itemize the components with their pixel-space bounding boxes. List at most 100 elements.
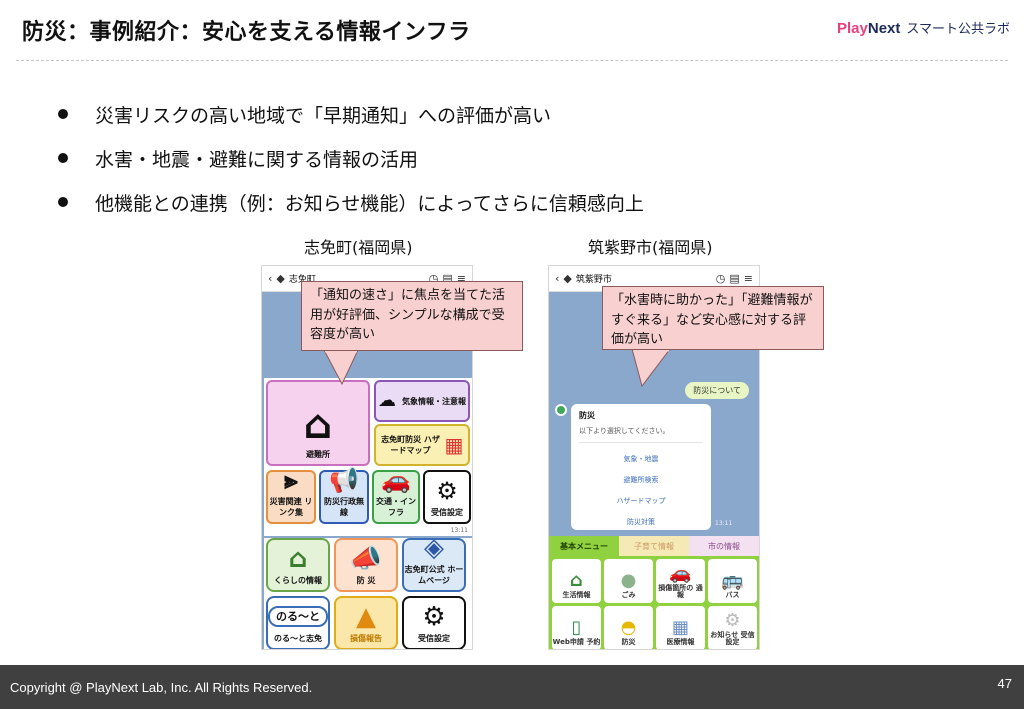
callout-chikushino: 「水害時に助かった」「避難情報がすぐ来る」など安心感に対する評価が高い xyxy=(602,286,824,350)
tile-label: 志免町公式 ホームページ xyxy=(404,565,464,585)
bullet-dot xyxy=(58,109,68,119)
bullet-item: 災害リスクの高い地域で「早期通知」への評価が高い xyxy=(58,92,644,136)
damage-report-tile[interactable]: ▲ 損傷報告 xyxy=(334,596,398,649)
tab-basic-menu[interactable]: 基本メニュー xyxy=(549,536,619,556)
back-chevron-icon[interactable]: ‹ xyxy=(268,272,273,285)
card-option[interactable]: 避難所検索 xyxy=(623,476,659,484)
life-info-tile[interactable]: ⌂ くらしの情報 xyxy=(266,538,330,592)
brand-logo: Play Next スマート公共ラボ xyxy=(837,18,1010,37)
bullet-list: 災害リスクの高い地域で「早期通知」への評価が高い 水害・地震・避難に関する情報の… xyxy=(58,92,644,224)
tile-label: 防災行政無線 xyxy=(324,497,364,517)
rich-menu-tabs: 基本メニュー 子育て情報 市の情報 xyxy=(549,536,759,556)
note-icon[interactable]: ▤ xyxy=(729,272,740,285)
hospital-icon: ▦ xyxy=(671,617,689,639)
rich-menu-top: ⌂ 避難所 ☁ 気象情報・注意報 志免町防災 ハザードマップ ▦ ⫸ 災害関連 … xyxy=(264,378,472,536)
bullet-item: 水害・地震・避難に関する情報の活用 xyxy=(58,136,644,180)
tile-label: バス xyxy=(725,591,740,600)
chat-area: ⌂ 避難所 ☁ 気象情報・注意報 志免町防災 ハザードマップ ▦ ⫸ 災害関連 … xyxy=(262,292,472,649)
tile-label: 避難所 xyxy=(306,450,330,459)
message-time: 13:11 xyxy=(450,527,468,534)
helmet-icon: ◓ xyxy=(620,617,637,639)
bus-icon: 🚌 xyxy=(721,570,744,592)
disaster-tile[interactable]: ◓防災 xyxy=(604,606,653,649)
shield-icon: ◆ xyxy=(276,272,285,285)
bullet-text: 水害・地震・避難に関する情報の活用 xyxy=(95,148,419,171)
tab-childcare[interactable]: 子育て情報 xyxy=(619,536,689,556)
bullet-dot xyxy=(58,197,68,207)
bus-tile[interactable]: 🚌バス xyxy=(708,559,757,603)
menu-icon[interactable]: ≡ xyxy=(743,272,753,285)
disaster-links-tile[interactable]: ⫸ 災害関連 リンク集 xyxy=(266,466,316,524)
web-application-tile[interactable]: ▯Web申請 予約 xyxy=(552,606,601,649)
brand-name-next: Next xyxy=(867,20,901,37)
footer-bar: Copyright @ PlayNext Lab, Inc. All Right… xyxy=(0,665,1024,709)
share-icon: ⫸ xyxy=(284,466,298,494)
example-caption-chikushino: 筑紫野市(福岡県) xyxy=(588,238,713,257)
receive-settings-tile[interactable]: ⚙ 受信設定 xyxy=(423,470,471,524)
rich-menu-grid: ⌂生活情報 ●ごみ 🚗損傷箇所の 通報 🚌バス ▯Web申請 予約 ◓防災 ▦医… xyxy=(549,556,759,649)
tile-label: 防 災 xyxy=(356,576,376,585)
house-icon: ⌂ xyxy=(570,570,583,592)
card-option[interactable]: 防災対策 xyxy=(627,518,655,526)
shelter-icon: ⌂ xyxy=(303,402,333,448)
back-chevron-icon[interactable]: ‹ xyxy=(555,272,560,285)
evacuation-tile[interactable]: ⌂ 避難所 xyxy=(266,380,370,466)
medical-info-tile[interactable]: ▦医療情報 xyxy=(656,606,705,649)
note-icon[interactable]: ▤ xyxy=(442,272,453,285)
bullet-item: 他機能との連携（例：お知らせ機能）によってさらに信頼感向上 xyxy=(58,180,644,224)
gear-icon: ⚙ xyxy=(422,602,446,632)
copyright-text: Copyright @ PlayNext Lab, Inc. All Right… xyxy=(10,680,313,695)
weather-tile[interactable]: ☁ 気象情報・注意報 xyxy=(374,380,470,422)
account-title: 志免町 xyxy=(288,275,316,285)
tile-label: 医療情報 xyxy=(666,638,695,647)
card-prompt: 以下より選択してください。 xyxy=(579,426,703,443)
receive-settings-tile[interactable]: ⚙ 受信設定 xyxy=(402,596,466,649)
clock-icon[interactable]: ◷ xyxy=(715,272,726,285)
disaster-prevention-tile[interactable]: 📣 防 災 xyxy=(334,538,398,592)
car-icon: 🚗 xyxy=(669,562,692,584)
official-homepage-tile[interactable]: ◈ 志免町公式 ホームページ xyxy=(402,535,466,592)
hazard-map-tile[interactable]: 志免町防災 ハザードマップ ▦ xyxy=(374,424,470,466)
card-option[interactable]: 気象・地震 xyxy=(623,455,659,463)
damage-report-tile[interactable]: 🚗損傷箇所の 通報 xyxy=(656,559,705,603)
brand-name-play: Play xyxy=(837,20,868,37)
traffic-cone-icon: ▲ xyxy=(356,602,376,632)
clock-icon[interactable]: ◷ xyxy=(428,272,439,285)
map-icon: ▦ xyxy=(444,433,464,457)
bullet-dot xyxy=(58,153,68,163)
traffic-tile[interactable]: 🚗 交通・インフラ xyxy=(372,466,420,524)
tile-label: 生活情報 xyxy=(562,591,591,600)
car-icon: 🚗 xyxy=(381,466,411,494)
slide-title: 防災：事例紹介：安心を支える情報インフラ xyxy=(22,20,471,45)
tile-label: 気象情報・注意報 xyxy=(402,396,466,406)
tile-label: 受信設定 xyxy=(418,634,450,643)
tile-label: 受信設定 xyxy=(431,508,463,517)
norute-logo: のる～と xyxy=(268,606,328,627)
garbage-tile[interactable]: ●ごみ xyxy=(604,559,653,603)
tile-label: Web申請 予約 xyxy=(552,638,601,647)
example-caption-shime: 志免町(福岡県) xyxy=(304,238,413,257)
tile-label: 損傷報告 xyxy=(350,634,382,643)
brand-subtitle: スマート公共ラボ xyxy=(906,22,1010,37)
tile-label: 交通・インフラ xyxy=(376,497,416,517)
norute-tile[interactable]: のる～と のる～と志免 xyxy=(266,596,330,649)
bot-avatar xyxy=(555,404,567,416)
card-option[interactable]: ハザードマップ xyxy=(616,497,666,505)
chat-bubble-user[interactable]: 防災について xyxy=(685,382,749,399)
bullet-text: 災害リスクの高い地域で「早期通知」への評価が高い xyxy=(95,104,552,127)
notification-settings-tile[interactable]: ⚙お知らせ 受信設定 xyxy=(708,606,757,649)
page-number: 47 xyxy=(997,676,1012,691)
tile-label: 損傷箇所の 通報 xyxy=(658,583,703,600)
life-info-tile[interactable]: ⌂生活情報 xyxy=(552,559,601,603)
title-divider xyxy=(16,60,1008,61)
menu-icon[interactable]: ≡ xyxy=(456,272,466,285)
smartphone-icon: ▯ xyxy=(571,617,582,639)
disaster-radio-tile[interactable]: 📢 防災行政無線 xyxy=(319,468,369,524)
shield-icon: ◆ xyxy=(563,272,572,285)
tab-city-info[interactable]: 市の情報 xyxy=(689,536,759,556)
house-icon: ⌂ xyxy=(288,544,308,574)
tile-label: くらしの情報 xyxy=(274,576,322,585)
garbage-bag-icon: ● xyxy=(620,570,637,592)
account-title: 筑紫野市 xyxy=(575,275,612,285)
rich-menu-bottom: ⌂ くらしの情報 📣 防 災 ◈ 志免町公式 ホームページ のる～と のる～と志… xyxy=(264,535,472,649)
